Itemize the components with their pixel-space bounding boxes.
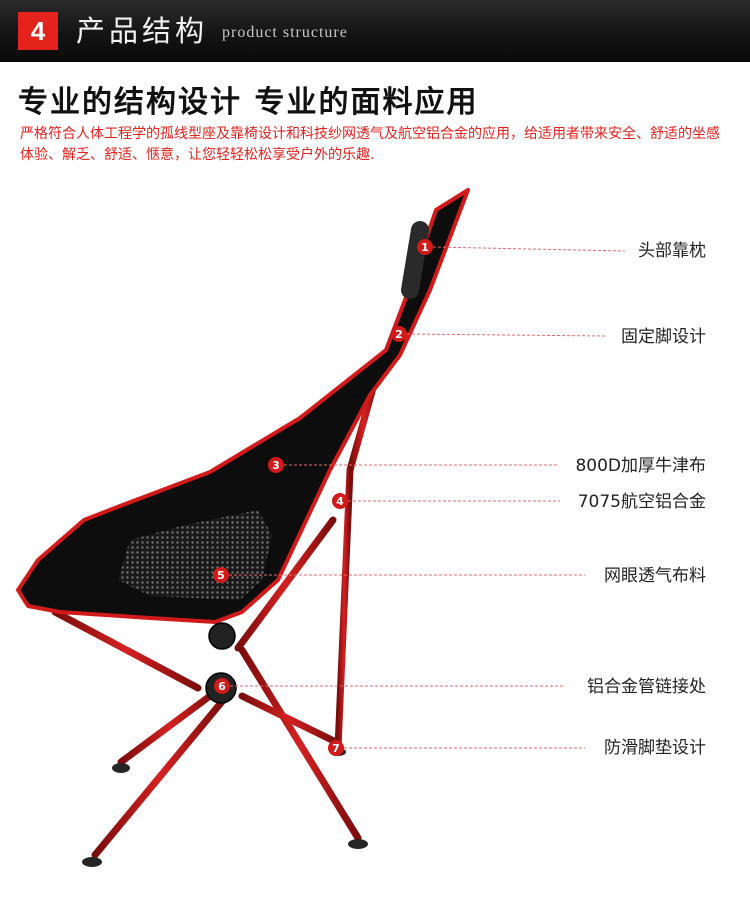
chair-structure-figure: 1 2 3 4 5 6 7 — [16, 188, 626, 867]
anti-slip-feet — [82, 748, 368, 867]
callout-label-mesh-fabric: 网眼透气布料 — [604, 566, 706, 586]
callout-number: 2 — [395, 328, 403, 341]
callout-number: 1 — [421, 241, 429, 254]
header-banner: 4 产品结构 product structure — [0, 0, 750, 62]
chair-seat-fabric — [16, 188, 470, 624]
callout-markers: 1 2 3 4 5 6 7 — [213, 239, 433, 756]
callout-number: 4 — [336, 495, 344, 508]
section-title: 产品结构 — [76, 14, 209, 48]
callout-marker-2: 2 — [391, 326, 407, 342]
callout-number: 5 — [217, 569, 225, 582]
callout-number: 7 — [332, 742, 340, 755]
section-subtitle: product structure — [222, 24, 348, 41]
callout-marker-1: 1 — [417, 239, 433, 255]
callout-label-anti-slip-pad: 防滑脚垫设计 — [604, 738, 706, 758]
headline: 专业的结构设计 专业的面料应用 — [18, 85, 479, 120]
callout-marker-4: 4 — [332, 493, 348, 509]
callout-label-oxford-cloth: 800D加厚牛津布 — [575, 456, 706, 476]
callout-number: 3 — [272, 459, 280, 472]
callout-label-fixed-foot: 固定脚设计 — [621, 327, 706, 347]
callout-number: 6 — [218, 680, 226, 693]
section-number-badge: 4 — [18, 12, 58, 50]
callout-marker-7: 7 — [328, 740, 344, 756]
callout-label-aluminum-alloy: 7075航空铝合金 — [577, 492, 706, 512]
description-text: 严格符合人体工程学的孤线型座及靠椅设计和科技纱网透气及航空铝合金的应用，给适用者… — [20, 126, 720, 163]
callout-label-headrest: 头部靠枕 — [638, 241, 706, 261]
chair-frame — [51, 336, 400, 859]
callout-marker-6: 6 — [214, 678, 230, 694]
callout-label-tube-joint: 铝合金管链接处 — [587, 677, 706, 697]
callout-lines — [229, 246, 626, 749]
callout-marker-5: 5 — [213, 567, 229, 583]
callout-marker-3: 3 — [268, 457, 284, 473]
